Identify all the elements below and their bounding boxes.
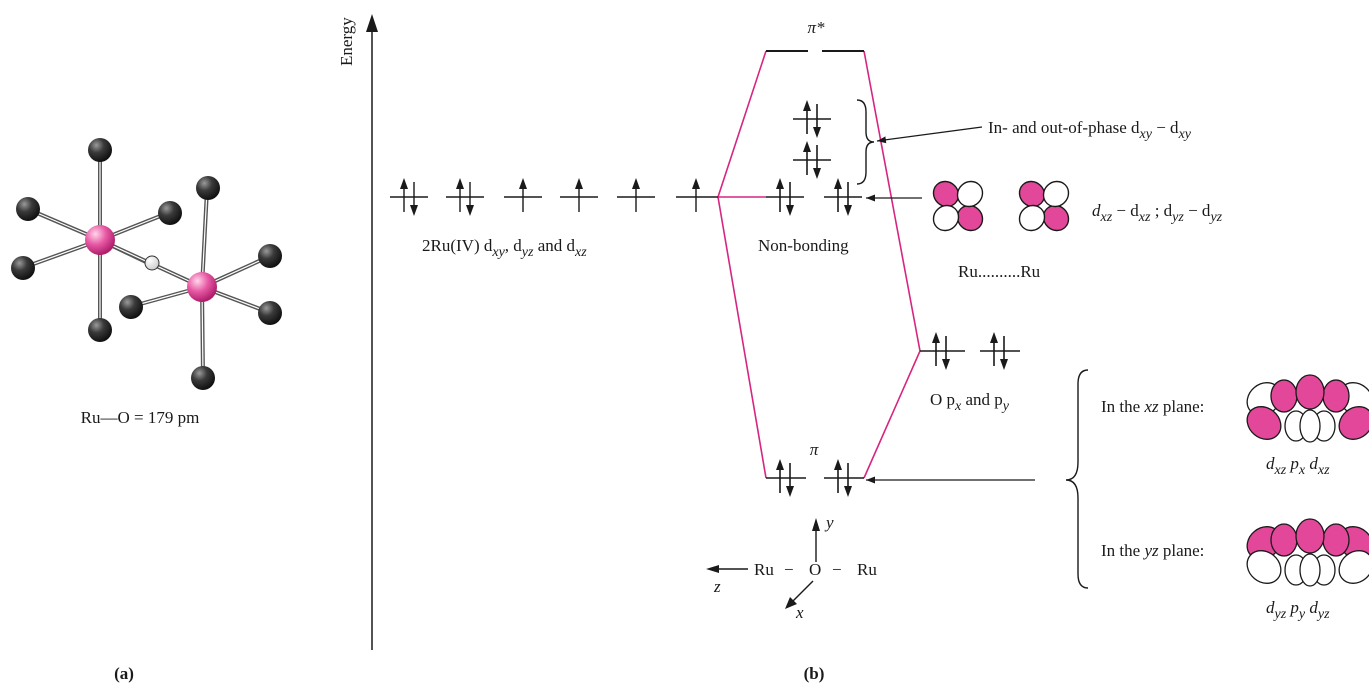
dxy-dxy-levels: [793, 100, 831, 179]
ru-o-ru-model: [11, 138, 282, 390]
y-axis-label: y: [824, 513, 834, 532]
pi-star-label: π*: [807, 18, 825, 37]
xz-plane-orbital-picture: [1246, 374, 1369, 443]
yz-plane-label: In the yz plane:: [1101, 541, 1204, 560]
phase-label: In- and out-of-phase dxy − dxy: [988, 118, 1192, 142]
bridging-oxygen-atom: [144, 255, 160, 271]
ru-levels-label: 2Ru(IV) dxy, dyz and dxz: [422, 236, 587, 260]
ru-d-electrons: [400, 178, 700, 216]
bond-length-label: Ru—O = 179 pm: [81, 408, 200, 427]
x-axis-label: x: [795, 603, 804, 622]
phase-arrow: [876, 126, 983, 144]
ru-atom-1: [85, 225, 115, 255]
pi-levels: [766, 459, 864, 497]
xz-combo-label: dxz px dxz: [1266, 454, 1330, 478]
xz-plane-label: In the xz plane:: [1101, 397, 1204, 416]
panel-a-caption: (a): [114, 664, 134, 683]
o-p-label: O px and py: [930, 390, 1010, 414]
dxy-brace: [856, 99, 875, 185]
ru-ru-label: Ru..........Ru: [958, 262, 1041, 281]
o-atom-label: O: [809, 560, 821, 579]
ligand-atoms: [11, 138, 282, 390]
dash-left: −: [784, 560, 794, 579]
o-p-levels: [920, 332, 1020, 370]
correlation-lines: [717, 50, 921, 479]
dxz-orbital-pictures: [932, 180, 1070, 232]
ru-atom-2: [187, 272, 217, 302]
nonbonding-label: Non-bonding: [758, 236, 849, 255]
coordinate-axes: [706, 518, 820, 609]
yz-combo-label: dyz py dyz: [1266, 598, 1330, 622]
pi-label: π: [810, 440, 819, 459]
ru-right-label: Ru: [857, 560, 877, 579]
nonbonding-levels: [766, 178, 862, 216]
energy-axis-arrowhead: [366, 14, 378, 32]
dxz-combo-label: dxz − dxz ; dyz − dyz: [1092, 201, 1223, 225]
dash-right: −: [832, 560, 842, 579]
z-axis-label: z: [713, 577, 721, 596]
energy-axis-label: Energy: [337, 17, 356, 66]
plane-brace: [1065, 369, 1089, 589]
yz-plane-orbital-picture: [1246, 518, 1369, 587]
panel-b-caption: (b): [804, 664, 825, 683]
ru-left-label: Ru: [754, 560, 774, 579]
